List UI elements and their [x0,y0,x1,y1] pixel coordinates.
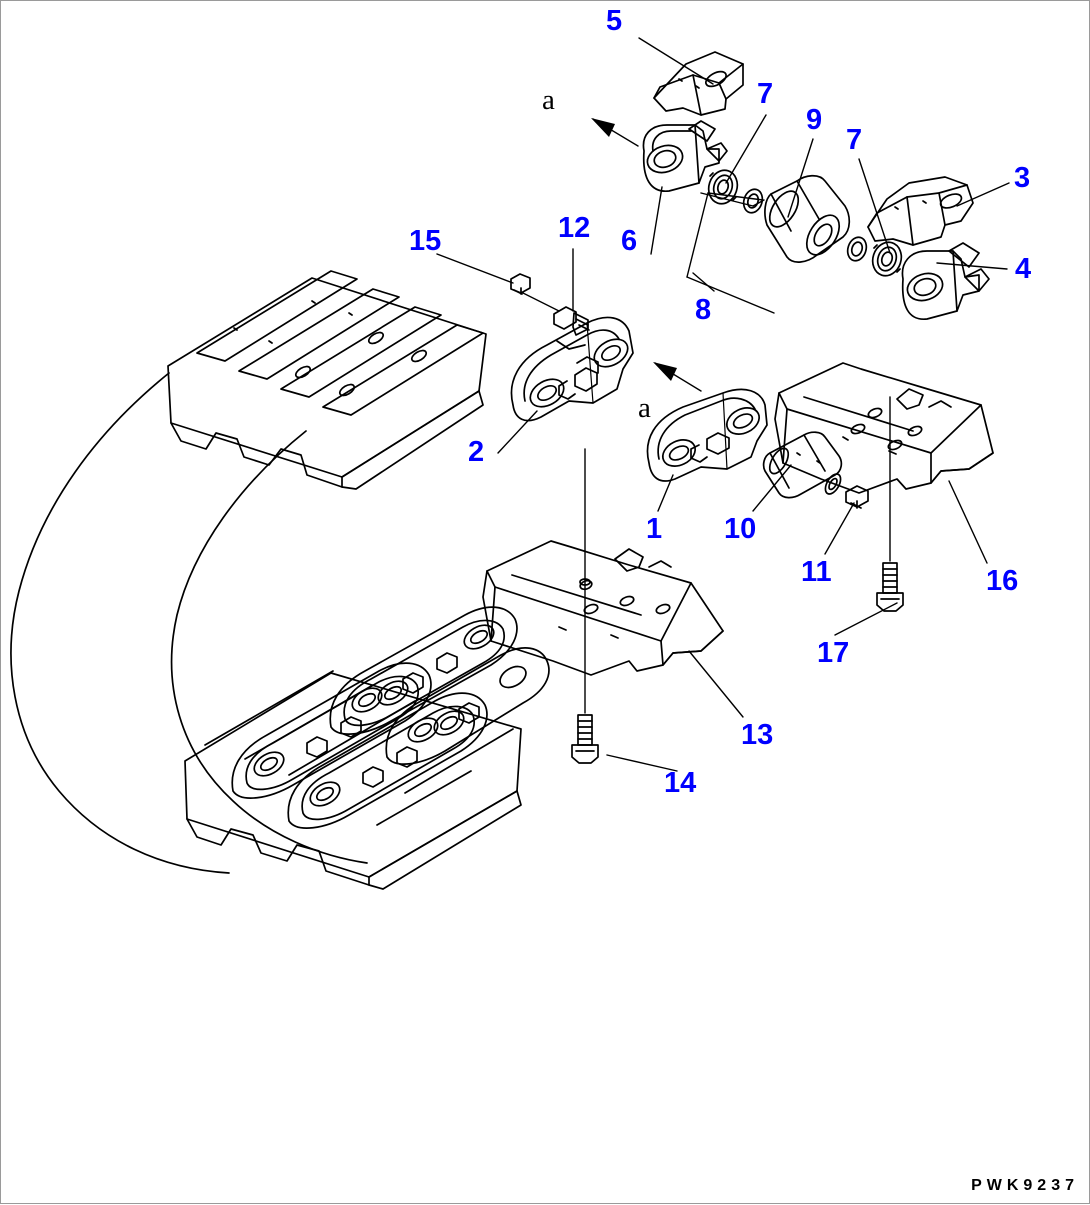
part-4-link-right-lower [901,242,990,320]
part-5-link-upper-half [653,51,744,116]
shoe-plate-top [167,270,487,490]
callout-4: 4 [1015,253,1032,285]
callout-12: 12 [558,212,591,244]
callout-14: 14 [664,767,697,799]
callout-7-left: 7 [757,78,774,110]
part-13-track-shoe-center [482,540,724,676]
part-11-nut [845,485,869,509]
callout-2: 2 [468,436,485,468]
part-6-link-lower-half [642,120,728,192]
drawing-code: PWK9237 [971,1177,1079,1194]
callout-7-right: 7 [846,124,863,156]
callout-11: 11 [801,556,832,588]
part-17-bolt [876,396,904,612]
section-arrow-middle [653,362,702,392]
callout-6: 6 [621,225,638,257]
callout-1: 1 [646,513,663,545]
part-9-bushing [764,174,851,263]
part-15-nut [510,273,560,312]
part-14-bolt [571,448,599,764]
callout-16: 16 [986,565,1019,597]
callout-17: 17 [817,637,850,669]
part-2-master-link [510,316,634,422]
part-10-track-pin [762,431,843,499]
part-8-pin-bushing-bracket [686,192,775,314]
section-arrow-top [591,118,639,147]
callout-10: 10 [724,513,757,545]
part-7-seal-ring-left [707,169,739,205]
leader-lines [436,37,1010,772]
callout-15: 15 [409,225,442,257]
part-1-track-link [646,388,768,482]
chain-link-assembly [184,606,550,890]
callout-8: 8 [695,294,712,326]
section-marker-a-top: a [542,84,555,116]
part-3-link-right-upper [867,176,974,246]
callout-5: 5 [606,5,623,37]
chain-link-row-2 [287,692,488,829]
chain-link-row-4 [385,647,550,765]
callout-3: 3 [1014,162,1031,194]
part-16-track-shoe-right [774,362,994,494]
section-marker-a-middle: a [638,392,651,424]
spacer-ring-right [846,236,868,262]
track-loop-outline [10,372,368,874]
callout-13: 13 [741,719,774,751]
callout-9: 9 [806,104,823,136]
